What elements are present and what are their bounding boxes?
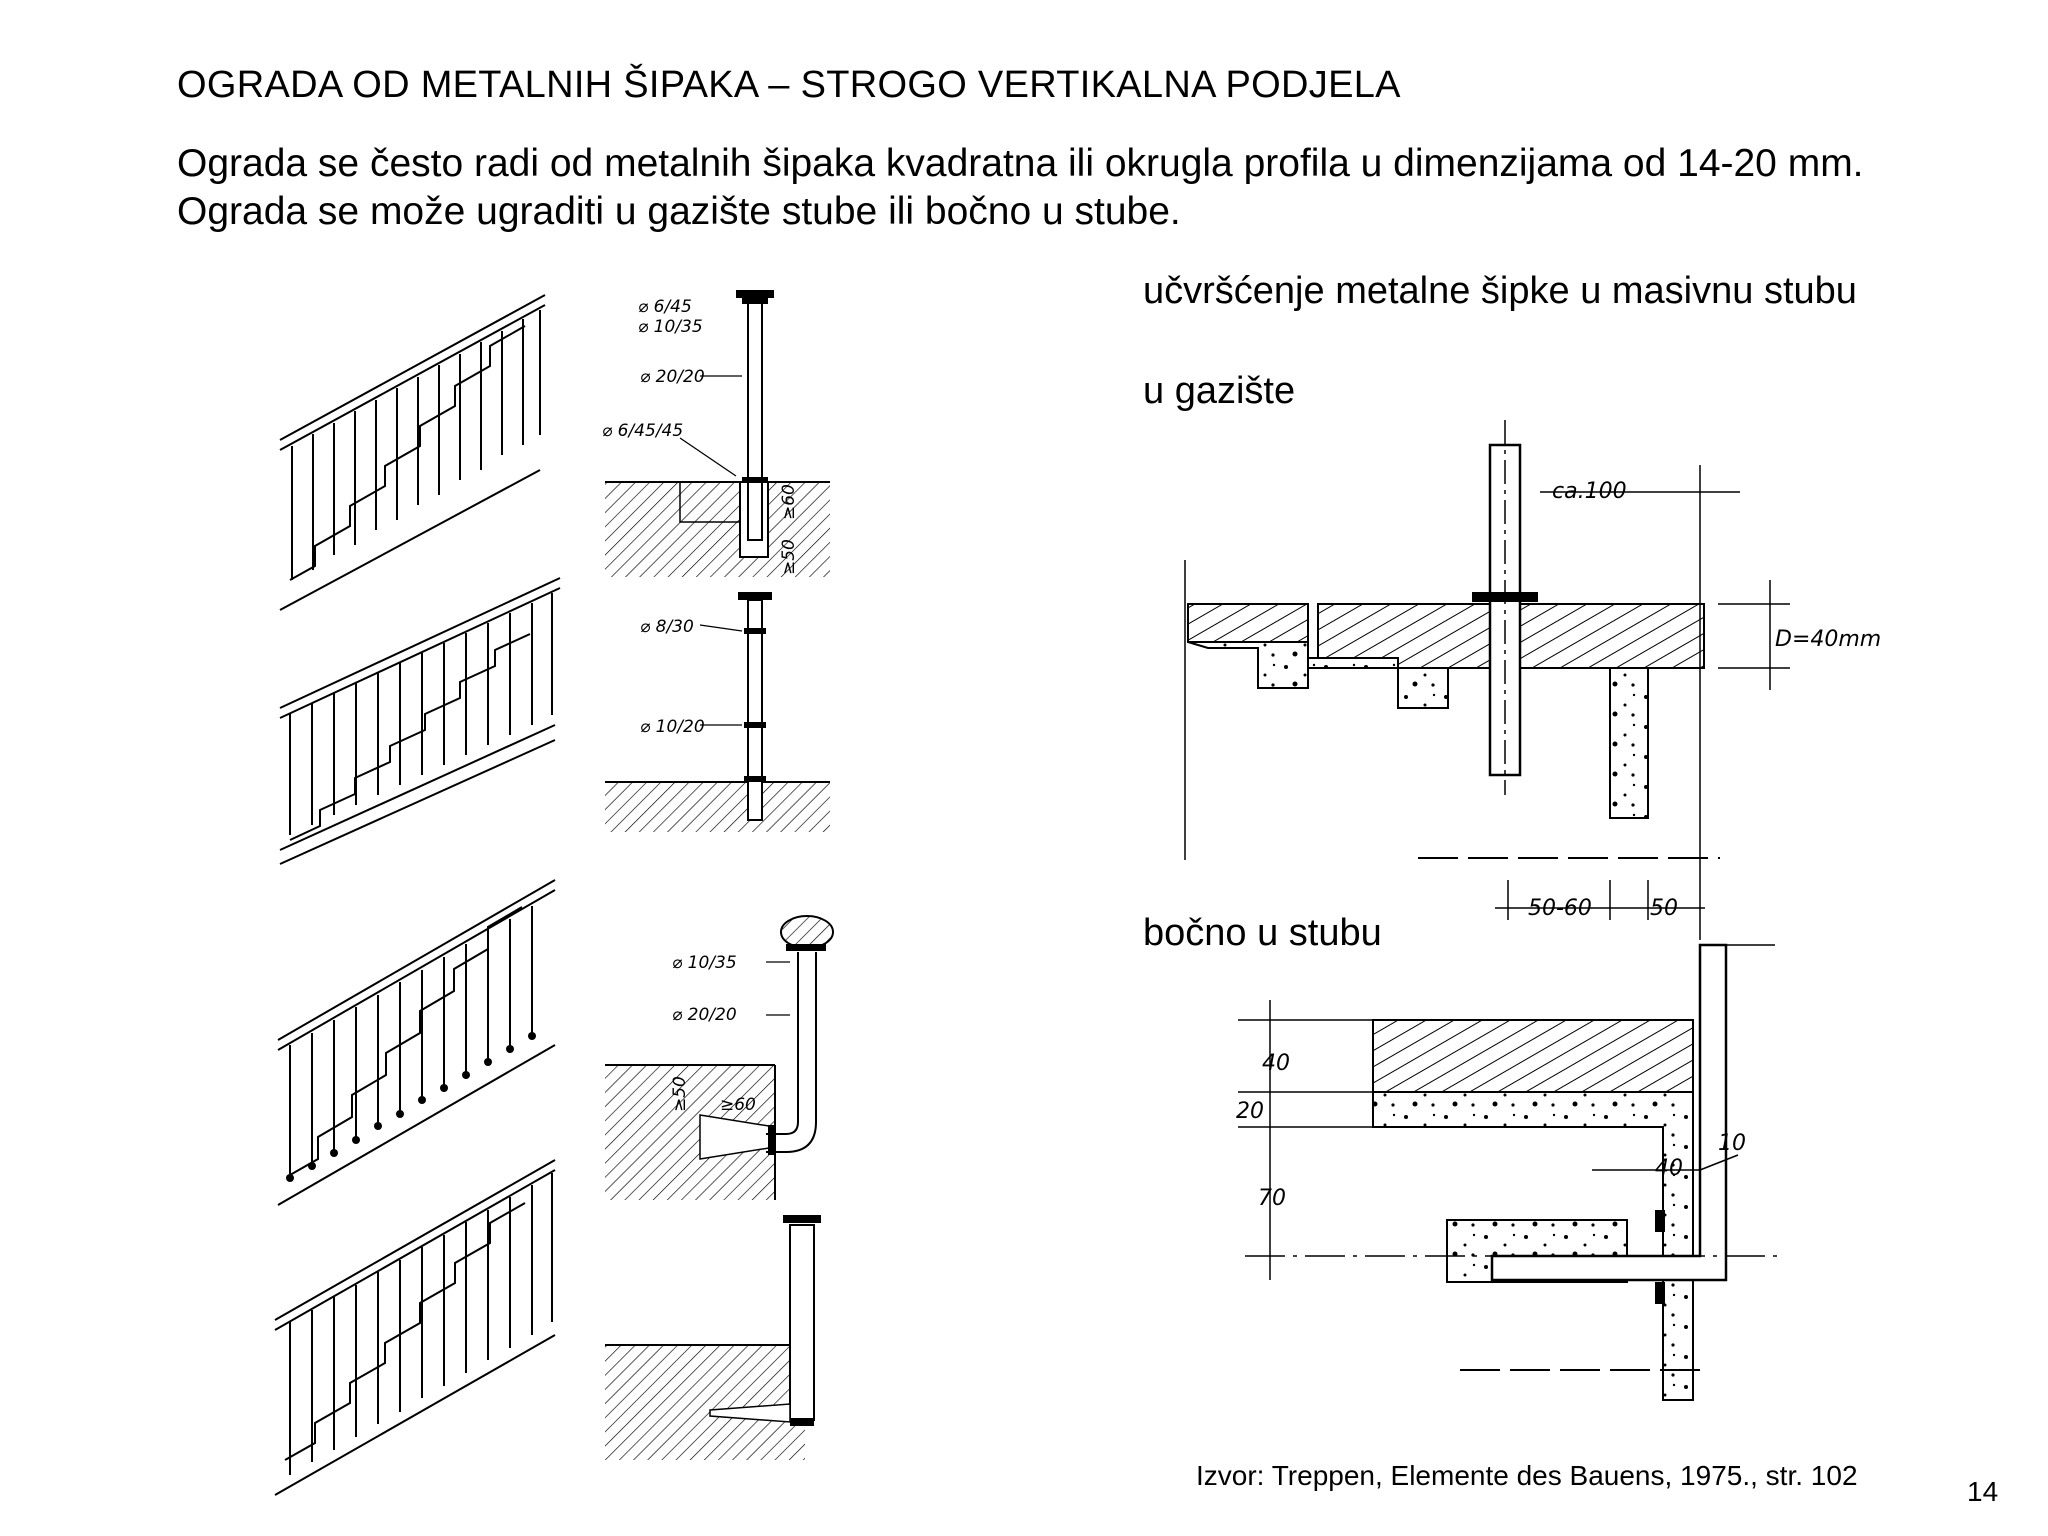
stair-railing-elevation-4 — [274, 1159, 556, 1496]
detail2-dim-1: ⌀ 8/30 — [640, 617, 694, 637]
stair-railing-elevation-2 — [279, 577, 561, 865]
detail1-dim-4: ⌀ 6/45/45 — [602, 421, 683, 441]
side-dim-h2: 20 — [1236, 1099, 1264, 1124]
side-dim-h3: 70 — [1258, 1186, 1286, 1211]
tread-dim-ca: ca.100 — [1552, 479, 1627, 504]
side-dim-w1: 40 — [1655, 1156, 1683, 1181]
page-title: OGRADA OD METALNIH ŠIPAKA – STROGO VERTI… — [177, 64, 1401, 106]
detail1-dim-6: ≥50 — [779, 539, 799, 575]
detail1-dim-3: ⌀ 20/20 — [640, 367, 705, 387]
detail2-dim-2: ⌀ 10/20 — [640, 717, 705, 737]
detail-2-bar-in-tread — [605, 592, 830, 832]
detail-4-bar-into-side — [605, 1215, 821, 1460]
detail1-dim-2: ⌀ 10/35 — [638, 317, 703, 337]
tread-dim-w1: 50-60 — [1528, 896, 1592, 921]
detail1-dim-5: ≥60 — [779, 484, 799, 520]
detail3-dim-1: ⌀ 10/35 — [672, 953, 737, 973]
stair-railing-elevation-1 — [279, 294, 546, 611]
detail1-dim-1: ⌀ 6/45 — [638, 297, 692, 317]
detail3-dim-4: ≥60 — [720, 1095, 756, 1115]
body-text-line-2: Ograda se može ugraditi u gazište stube … — [177, 190, 1181, 233]
detail3-dim-3: ≥50 — [670, 1076, 690, 1112]
detail-1-bar-in-tread — [605, 290, 830, 577]
detail3-dim-2: ⌀ 20/20 — [672, 1005, 737, 1025]
caption-tread: u gazište — [1143, 370, 1296, 412]
stair-railing-elevation-3 — [277, 879, 556, 1206]
tread-dim-depth: D=40mm — [1775, 627, 1881, 652]
side-dim-w2: 10 — [1718, 1131, 1746, 1156]
page-number: 14 — [1967, 1476, 1999, 1507]
tread-section-drawing — [1184, 420, 1790, 940]
body-text-line-1: Ograda se često radi od metalnih šipaka … — [177, 142, 1864, 185]
caption-side: bočno u stubu — [1143, 912, 1382, 954]
side-dim-h1: 40 — [1262, 1051, 1290, 1076]
tread-dim-w2: 50 — [1650, 896, 1678, 921]
source-citation: Izvor: Treppen, Elemente des Bauens, 197… — [1196, 1460, 1858, 1491]
caption-fixing: učvršćenje metalne šipke u masivnu stubu — [1143, 270, 1857, 312]
side-section-drawing — [1238, 943, 1780, 1401]
detail-3-bar-into-side — [605, 915, 834, 1200]
